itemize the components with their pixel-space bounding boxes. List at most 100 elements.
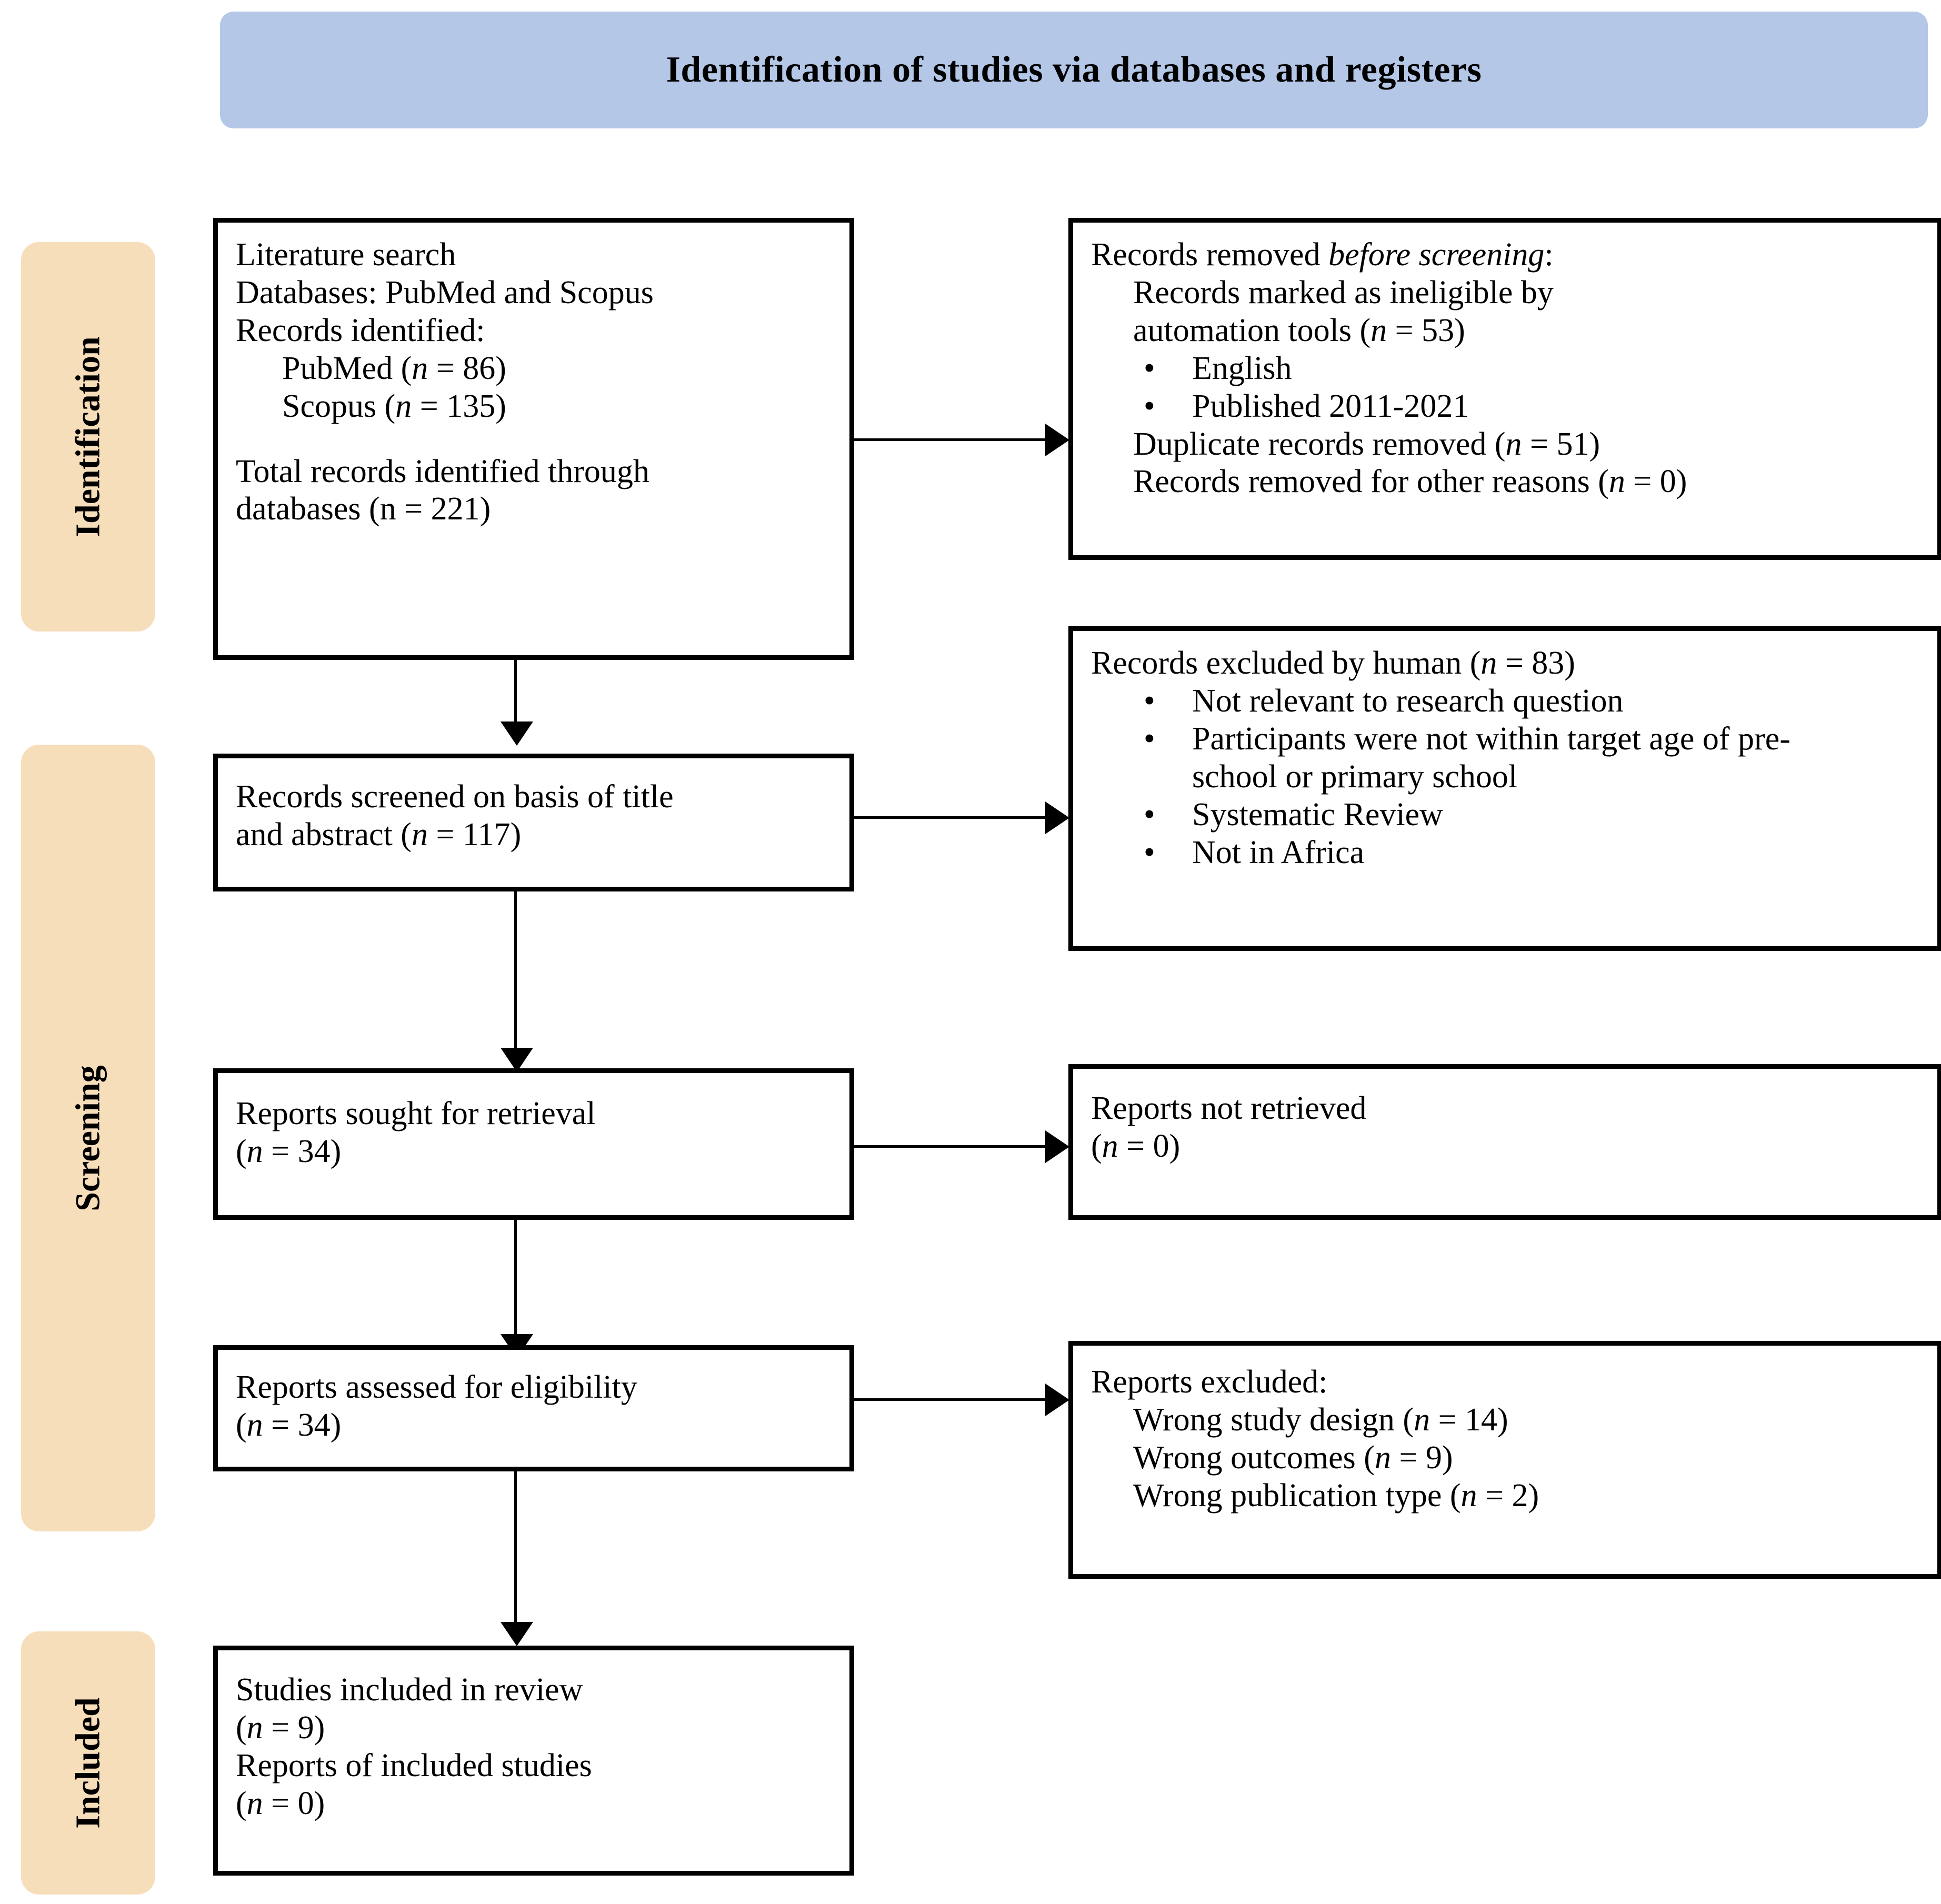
scopus-n-symbol: n xyxy=(395,388,412,424)
pubmed-label: PubMed ( xyxy=(282,350,412,386)
ineligible-line-1: Records marked as ineligible by xyxy=(1133,274,1554,310)
other-reasons-line: Records removed for other reasons (n = 0… xyxy=(1091,463,1922,501)
automation-n-symbol: n xyxy=(1370,312,1387,348)
box-records-removed-before-screening: Records removed before screening: Record… xyxy=(1068,218,1941,560)
excluded-human-n-symbol: n xyxy=(1480,645,1497,681)
stage-label-included: Included xyxy=(68,1697,107,1829)
bullet-icon: • xyxy=(1144,683,1155,719)
list-item: • Published 2011-2021 xyxy=(1091,388,1922,426)
arrow-identified-to-removed xyxy=(1045,424,1069,456)
assessed-value: = 34) xyxy=(263,1407,342,1443)
other-reasons-value: = 0) xyxy=(1625,464,1687,500)
other-reasons-n-symbol: n xyxy=(1608,464,1625,500)
records-removed-suffix: : xyxy=(1544,237,1554,273)
records-excluded-heading: Records excluded by human (n = 83) xyxy=(1091,645,1922,683)
ineligible-line-2: automation tools (n = 53) xyxy=(1091,312,1922,350)
stage-tab-identification: Identification xyxy=(21,242,155,632)
arrow-screened-to-sought xyxy=(501,1048,533,1072)
screened-value: = 117) xyxy=(427,816,522,853)
bullet-label: Not in Africa xyxy=(1192,834,1365,870)
arrow-assessed-to-reportsexcluded xyxy=(1045,1384,1069,1416)
duplicate-n-symbol: n xyxy=(1505,426,1522,462)
reports-included-value: = 0) xyxy=(263,1785,325,1821)
wrong-pubtype-prefix: Wrong publication type ( xyxy=(1133,1477,1461,1514)
bullet-icon: • xyxy=(1144,388,1155,424)
connector-line-assessed-to-reportsexcluded xyxy=(854,1398,1047,1401)
sought-prefix: ( xyxy=(236,1133,247,1169)
connector-line-assessed-to-included xyxy=(514,1471,517,1639)
arrow-identified-to-screened xyxy=(501,721,533,746)
box-records-excluded-by-human: Records excluded by human (n = 83) • Not… xyxy=(1068,626,1941,951)
studies-included-line-2: (n = 9) xyxy=(236,1709,834,1747)
connector-line-identified-to-screened xyxy=(514,659,517,741)
reports-assessed-line-1: Reports assessed for eligibility xyxy=(236,1369,637,1405)
studies-included-line-1: Studies included in review xyxy=(236,1672,583,1708)
list-item: • Systematic Review xyxy=(1091,796,1922,834)
connector-line-identified-to-removed xyxy=(854,438,1047,441)
bullet-icon: • xyxy=(1144,796,1155,833)
studies-included-prefix: ( xyxy=(236,1709,247,1746)
records-removed-heading: Records removed before screening: xyxy=(1091,236,1922,274)
list-item: • Not relevant to research question xyxy=(1091,683,1922,720)
stage-label-screening: Screening xyxy=(68,1065,107,1211)
sought-value: = 34) xyxy=(263,1133,342,1169)
box-spacer xyxy=(236,426,834,453)
excluded-human-value: = 83) xyxy=(1497,645,1575,681)
reports-included-line-2: (n = 0) xyxy=(236,1785,834,1823)
wrong-outcomes-n-symbol: n xyxy=(1374,1439,1391,1476)
bullet-icon: • xyxy=(1144,350,1155,386)
studies-included-n-symbol: n xyxy=(246,1709,263,1746)
reports-excluded-item: Wrong outcomes (n = 9) xyxy=(1091,1439,1922,1477)
notretrieved-n-symbol: n xyxy=(1102,1128,1118,1164)
notretrieved-value: = 0) xyxy=(1118,1128,1180,1164)
connector-line-sought-to-assessed xyxy=(514,1220,517,1351)
records-screened-line-1: Records screened on basis of title xyxy=(236,779,674,815)
wrong-design-n-symbol: n xyxy=(1414,1401,1430,1438)
duplicate-value: = 51) xyxy=(1522,426,1600,462)
arrow-assessed-to-included xyxy=(501,1622,533,1646)
arrow-sought-to-notretrieved xyxy=(1045,1130,1069,1163)
bullet-label: Systematic Review xyxy=(1192,796,1443,833)
arrow-screened-to-excluded xyxy=(1045,801,1069,834)
reports-excluded-heading: Reports excluded: xyxy=(1091,1364,1328,1400)
screened-prefix: and abstract ( xyxy=(236,816,412,853)
duplicate-prefix: Duplicate records removed ( xyxy=(1133,426,1506,462)
total-records-line-2: databases (n = 221) xyxy=(236,491,491,527)
pubmed-n-symbol: n xyxy=(412,350,428,386)
reports-assessed-line-2: (n = 34) xyxy=(236,1407,834,1445)
reports-excluded-item: Wrong study design (n = 14) xyxy=(1091,1401,1922,1439)
wrong-outcomes-value: = 9) xyxy=(1390,1439,1453,1476)
bullet-label: Participants were not within target age … xyxy=(1192,720,1790,795)
excluded-human-prefix: Records excluded by human ( xyxy=(1091,645,1481,681)
reports-included-line-1: Reports of included studies xyxy=(236,1747,592,1783)
wrong-design-value: = 14) xyxy=(1430,1401,1508,1438)
list-item: • Participants were not within target ag… xyxy=(1091,720,1922,796)
connector-line-sought-to-notretrieved xyxy=(854,1145,1047,1148)
automation-value: = 53) xyxy=(1387,312,1465,348)
literature-search-line: Literature search xyxy=(236,237,456,273)
pubmed-count-line: PubMed (n = 86) xyxy=(236,350,834,388)
duplicate-records-line: Duplicate records removed (n = 51) xyxy=(1091,426,1922,464)
box-studies-included-in-review: Studies included in review (n = 9) Repor… xyxy=(213,1646,854,1876)
bullet-icon: • xyxy=(1144,834,1155,870)
bullet-label: English xyxy=(1192,350,1292,386)
reports-not-retrieved-line-2: (n = 0) xyxy=(1091,1128,1922,1166)
stage-tab-screening: Screening xyxy=(21,745,155,1531)
other-reasons-prefix: Records removed for other reasons ( xyxy=(1133,464,1609,500)
wrong-pubtype-n-symbol: n xyxy=(1460,1477,1477,1514)
records-identified-line: Records identified: xyxy=(236,312,485,348)
scopus-value: = 135) xyxy=(412,388,506,424)
bullet-label: Published 2011-2021 xyxy=(1192,388,1469,424)
studies-included-value: = 9) xyxy=(263,1709,325,1746)
box-records-screened: Records screened on basis of title and a… xyxy=(213,754,854,891)
reports-included-prefix: ( xyxy=(236,1785,247,1821)
bullet-label: Not relevant to research question xyxy=(1192,683,1624,719)
before-screening-emphasis: before screening xyxy=(1328,237,1545,273)
box-reports-excluded: Reports excluded: Wrong study design (n … xyxy=(1068,1341,1941,1579)
reports-included-n-symbol: n xyxy=(246,1785,263,1821)
diagram-header-banner: Identification of studies via databases … xyxy=(220,12,1928,128)
reports-excluded-item: Wrong publication type (n = 2) xyxy=(1091,1477,1922,1515)
wrong-pubtype-value: = 2) xyxy=(1477,1477,1539,1514)
reports-sought-line-2: (n = 34) xyxy=(236,1133,834,1171)
